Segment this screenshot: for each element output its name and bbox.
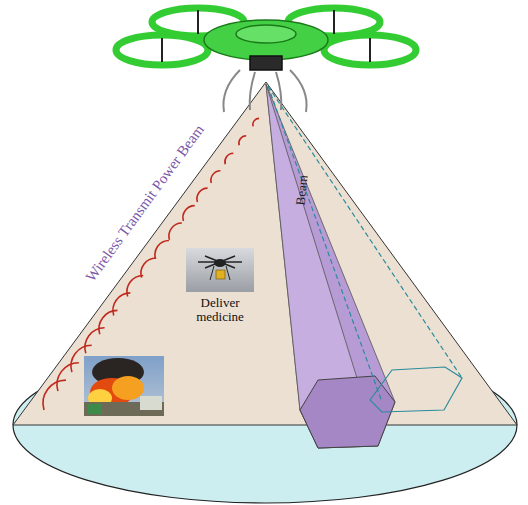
dashed-line [268, 86, 462, 378]
wave-arc [183, 206, 195, 221]
wave-arc [169, 223, 182, 240]
drone-photo [186, 248, 254, 292]
wave-arc [43, 380, 66, 410]
wave-arc [211, 171, 221, 183]
dashed-line [268, 86, 382, 402]
wave-arc [197, 188, 208, 202]
wave-arc [141, 258, 156, 278]
wave-arc [225, 153, 233, 164]
wave-arc [239, 136, 246, 145]
wave-arc [99, 310, 117, 334]
wave-arc [57, 363, 79, 391]
wave-arc [155, 241, 169, 259]
beam-prism [266, 84, 395, 448]
beam-label: Beam [293, 174, 310, 206]
photo-caption: Deliver medicine [188, 296, 252, 325]
wave-arc [85, 328, 105, 353]
wave-arc [113, 293, 130, 316]
power-cone [13, 82, 517, 425]
target-hexagon [370, 367, 462, 412]
fire-photo [84, 356, 164, 416]
wave-arc [253, 118, 259, 126]
beam-hexagon [300, 376, 395, 448]
drone [116, 8, 416, 112]
